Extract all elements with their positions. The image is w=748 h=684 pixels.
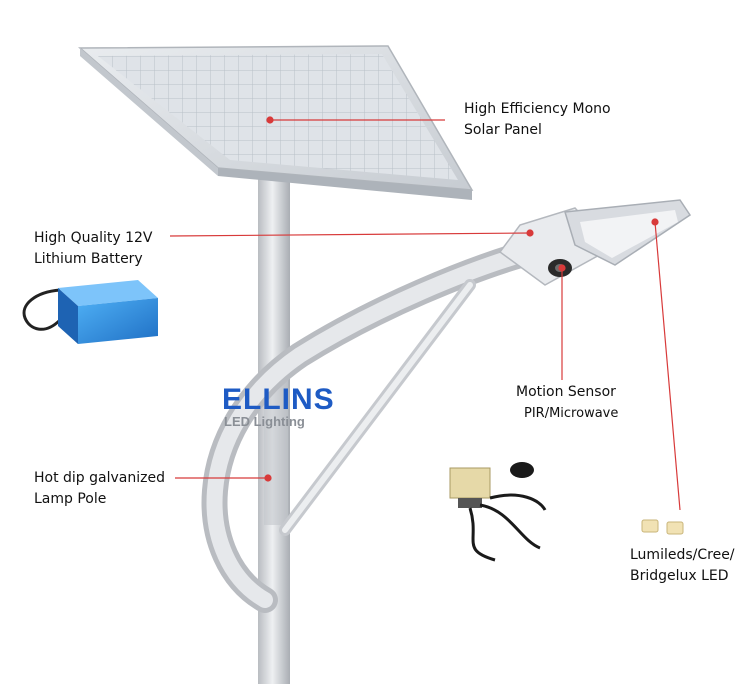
callout-sensor: Motion Sensor PIR/Microwave (516, 382, 618, 424)
leader-lines (169, 116, 681, 511)
solar-panel (78, 45, 474, 200)
callout-solar-panel: High Efficiency Mono Solar Panel (464, 99, 611, 141)
callout-battery: High Quality 12V Lithium Battery (34, 228, 153, 270)
callout-battery-line1: High Quality 12V (34, 230, 153, 246)
callout-led: Lumileds/Cree/ Bridgelux LED (630, 545, 735, 587)
brand-subtitle: LED Lighting (224, 414, 305, 429)
callout-solar-panel-line1: High Efficiency Mono (464, 101, 611, 117)
callout-led-line2: Bridgelux LED (630, 568, 729, 584)
controller-module (449, 462, 547, 562)
lamp-head (498, 199, 692, 286)
brand-name: ELLINS (222, 383, 335, 416)
callout-battery-line2: Lithium Battery (34, 251, 143, 267)
callout-sensor-line1: Motion Sensor (516, 384, 616, 400)
callout-sensor-line2: PIR/Microwave (524, 406, 619, 421)
lamp-arm (201, 242, 533, 613)
callout-pole-line2: Lamp Pole (34, 491, 107, 507)
callout-led-line1: Lumileds/Cree/ (630, 547, 735, 563)
callout-solar-panel-line2: Solar Panel (464, 122, 542, 138)
led-chips (641, 519, 684, 535)
battery-pack (22, 280, 158, 344)
callout-pole-line1: Hot dip galvanized (34, 470, 165, 486)
brand-logo: ELLINS LED Lighting (222, 385, 335, 429)
callout-pole: Hot dip galvanized Lamp Pole (34, 468, 165, 510)
